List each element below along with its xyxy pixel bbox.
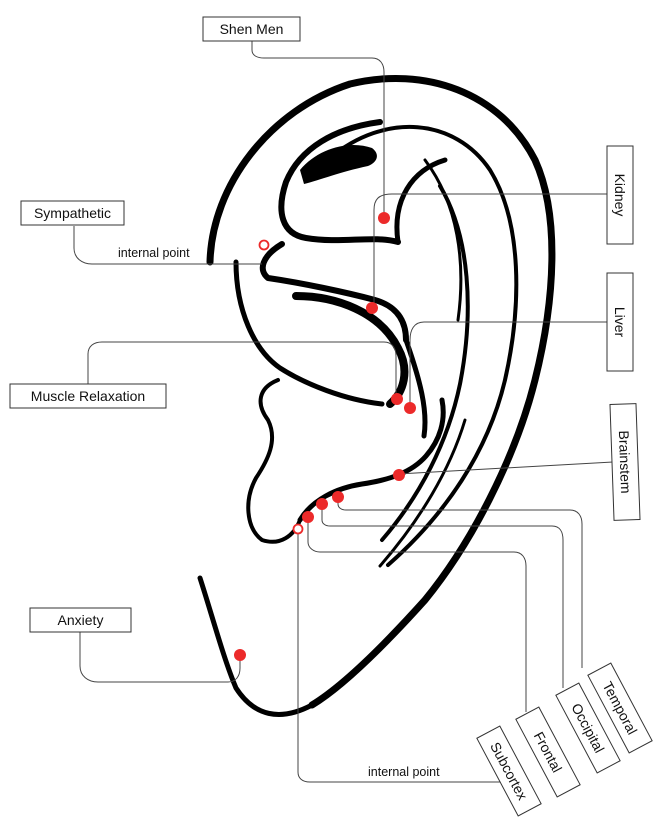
label-sympathetic-text: Sympathetic — [34, 205, 111, 221]
ear-drawing — [200, 78, 552, 714]
leader-occipital — [322, 505, 563, 688]
antihelix-ridge-2 — [425, 160, 461, 320]
concha-inner-curve — [406, 340, 425, 436]
point-brainstem — [393, 469, 405, 481]
label-kidney-text: Kidney — [612, 174, 628, 217]
leader-kidney — [374, 194, 607, 308]
acupoints — [234, 212, 416, 661]
label-muscle-relaxation: Muscle Relaxation — [10, 384, 166, 408]
concha-ridge — [296, 296, 404, 404]
leader-subcortex — [298, 529, 500, 782]
earlobe-outline — [200, 578, 312, 714]
point-subcortex — [294, 525, 303, 534]
point-temporal — [332, 491, 344, 503]
point-liver — [404, 402, 416, 414]
tragus — [248, 380, 300, 542]
label-anxiety-text: Anxiety — [58, 612, 104, 628]
label-brainstem: Brainstem — [610, 404, 640, 521]
point-shen-men — [378, 212, 390, 224]
label-sympathetic: Sympathetic — [21, 201, 124, 225]
point-anxiety — [234, 649, 246, 661]
note-sympathetic-internal: internal point — [118, 246, 190, 260]
label-kidney: Kidney — [607, 146, 633, 244]
point-kidney — [366, 302, 378, 314]
point-occipital — [316, 498, 328, 510]
leader-temporal — [338, 498, 582, 668]
label-shen-men: Shen Men — [203, 17, 300, 41]
label-brainstem-text: Brainstem — [616, 430, 634, 494]
antihelix-body — [397, 160, 445, 242]
label-liver: Liver — [607, 273, 633, 371]
label-anxiety: Anxiety — [30, 608, 131, 632]
label-muscle-relaxation-text: Muscle Relaxation — [31, 388, 145, 404]
point-sympathetic — [260, 241, 269, 250]
label-liver-text: Liver — [612, 307, 628, 338]
label-shen-men-text: Shen Men — [220, 21, 284, 37]
point-muscle-relaxation — [391, 393, 403, 405]
note-subcortex-internal: internal point — [368, 765, 440, 779]
point-frontal — [302, 511, 314, 523]
leader-anxiety — [80, 632, 240, 682]
antihelix-upper-crus — [281, 122, 398, 242]
